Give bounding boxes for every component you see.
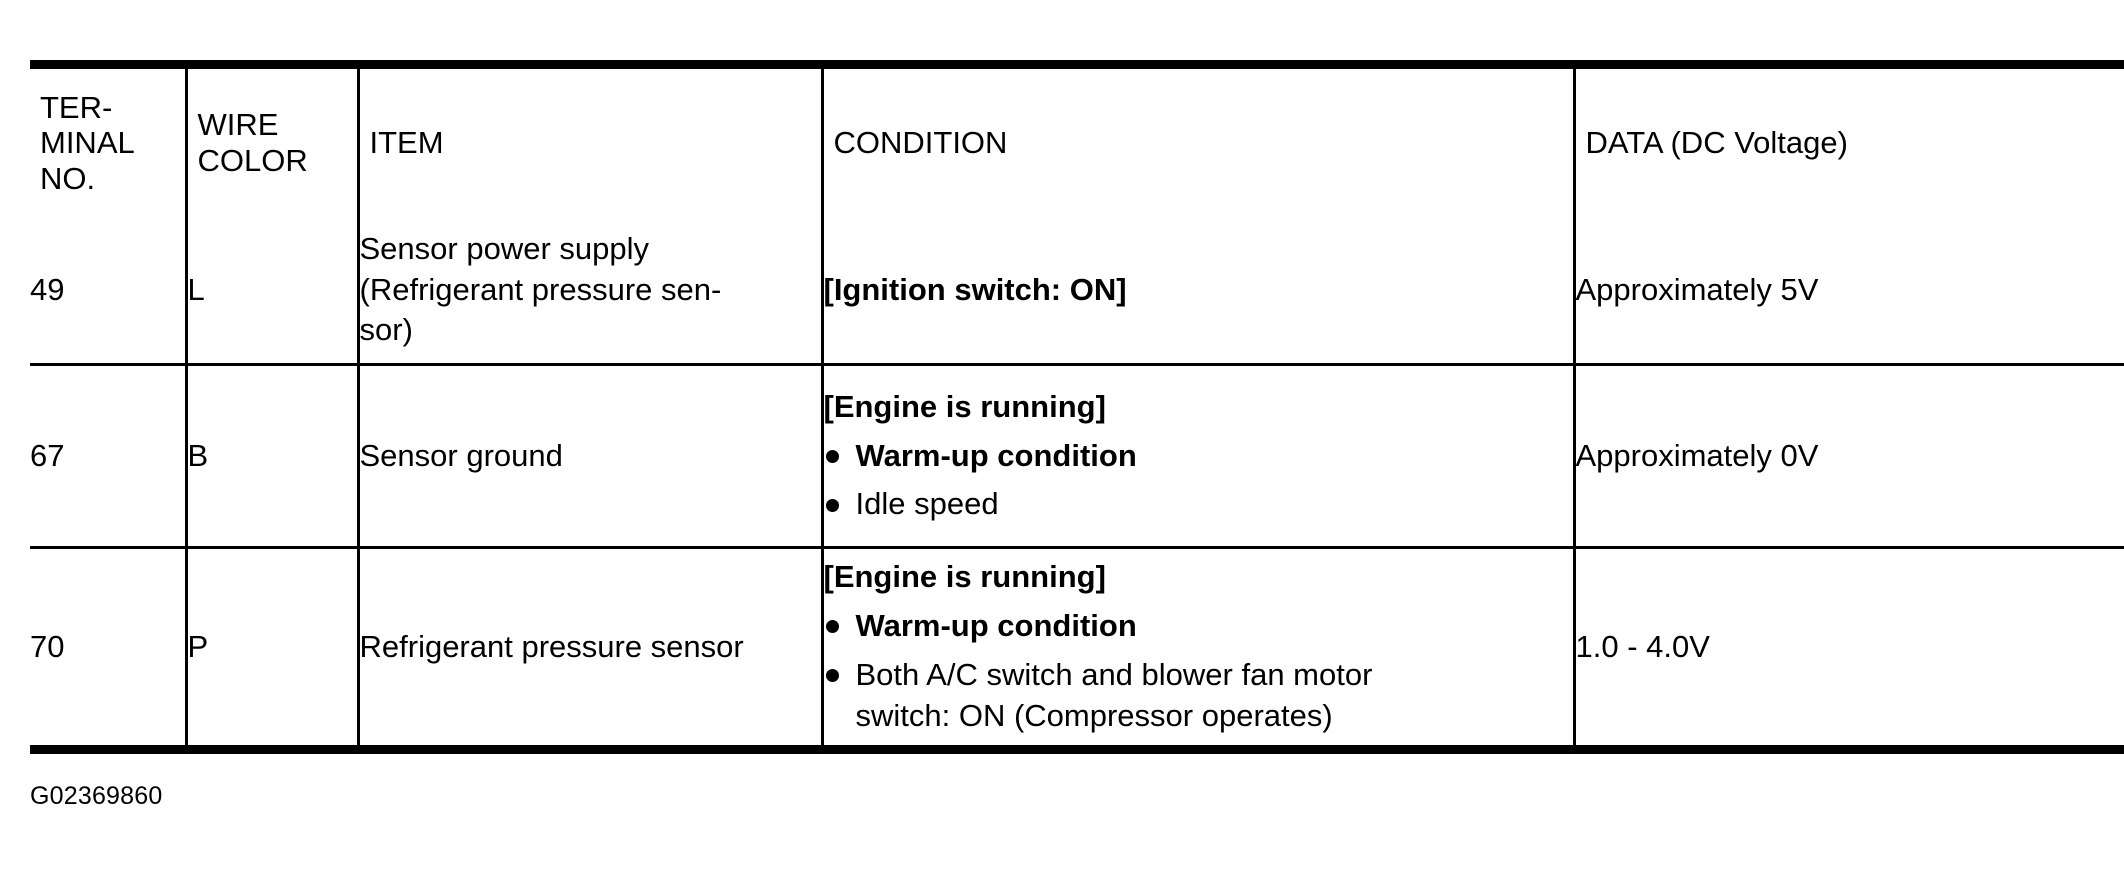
bullet-text-continuation: switch: ON (Compressor operates) (855, 697, 1333, 733)
cell-condition: [Engine is running] Warm-up condition Id… (822, 364, 1576, 549)
column-header-condition: CONDITION (822, 64, 1576, 217)
cell-data-voltage: Approximately 0V (1574, 364, 2124, 549)
cell-wire-color: B (186, 364, 360, 549)
bullet-text: Both A/C switch and blower fan motor (855, 657, 1373, 692)
cell-item: Sensor ground (358, 364, 824, 549)
bullet-dot-icon (825, 449, 839, 463)
terminal-data-table-wrapper: TER- MINAL NO. WIRE COLOR ITEM (30, 60, 2124, 754)
cell-condition: [Engine is running] Warm-up condition Bo… (822, 547, 1576, 750)
table-header: TER- MINAL NO. WIRE COLOR ITEM (30, 64, 2124, 218)
cell-wire-color: L (186, 217, 360, 366)
cell-wire-color: P (186, 547, 360, 750)
condition-heading: [Engine is running] (823, 388, 1106, 424)
column-header-item-line-1: ITEM (369, 125, 444, 161)
table-body: 49 L Sensor power supply (Refrigerant pr… (30, 217, 2124, 750)
cell-terminal-no: 49 (30, 217, 188, 366)
cell-item-line: Sensor ground (359, 437, 563, 473)
table-row: 70 P Refrigerant pressure sensor [Engine… (30, 547, 2124, 750)
column-header-terminal-no-line-3: NO. (40, 160, 96, 196)
cell-item-line: Refrigerant pressure sensor (359, 628, 744, 664)
table-row: 67 B Sensor ground [Engine is running] W… (30, 364, 2124, 549)
cell-item-line: sor) (359, 312, 413, 348)
bullet-dot-icon (825, 669, 839, 683)
table-row: 49 L Sensor power supply (Refrigerant pr… (30, 217, 2124, 366)
column-header-terminal-no-line-1: TER- (40, 89, 113, 125)
cell-item-line: Sensor power supply (359, 230, 650, 266)
bullet-dot-icon (825, 620, 839, 634)
column-header-wire-color-line-2: COLOR (197, 143, 308, 178)
column-header-data-line-1: DATA (DC Voltage) (1585, 125, 1848, 161)
condition-bullet-list: Warm-up condition Idle speed (824, 436, 1573, 526)
column-header-terminal-no-line-2: MINAL (40, 125, 135, 161)
cell-data-voltage: 1.0 - 4.0V (1575, 628, 1710, 664)
bullet-text: Warm-up condition (855, 608, 1137, 644)
condition-bullet-list: Warm-up condition Both A/C switch and bl… (824, 606, 1573, 737)
cell-condition: [Ignition switch: ON] (822, 217, 1576, 366)
condition-heading: [Engine is running] (823, 559, 1106, 595)
bullet-dot-icon (825, 498, 839, 512)
cell-data-voltage: Approximately 5V (1574, 217, 2124, 366)
bullet-text: Warm-up condition (855, 437, 1137, 473)
column-header-data: DATA (DC Voltage) (1574, 65, 2124, 218)
column-header-wire-color: WIRE COLOR (186, 64, 360, 217)
table-header-row: TER- MINAL NO. WIRE COLOR ITEM (30, 64, 2124, 218)
cell-terminal-no: 70 (30, 547, 188, 750)
figure-caption: G02369860 (30, 782, 163, 810)
list-item: Warm-up condition (824, 436, 1573, 477)
list-item: Both A/C switch and blower fan motor swi… (824, 655, 1573, 737)
cell-terminal-no: 67 (30, 364, 188, 549)
bullet-text: Idle speed (855, 486, 999, 522)
column-header-condition-line-1: CONDITION (833, 125, 1008, 161)
cell-item-line: (Refrigerant pressure sen- (359, 271, 722, 307)
column-header-terminal-no: TER- MINAL NO. (30, 64, 188, 217)
terminal-data-table: TER- MINAL NO. WIRE COLOR ITEM (30, 60, 2124, 754)
cell-item: Sensor power supply (Refrigerant pressur… (358, 217, 824, 366)
cell-item: Refrigerant pressure sensor (358, 547, 824, 750)
list-item: Idle speed (824, 484, 1573, 525)
condition-heading: [Ignition switch: ON] (823, 271, 1127, 307)
column-header-wire-color-line-1: WIRE (197, 107, 279, 143)
list-item: Warm-up condition (824, 606, 1573, 647)
column-header-item: ITEM (358, 64, 824, 217)
